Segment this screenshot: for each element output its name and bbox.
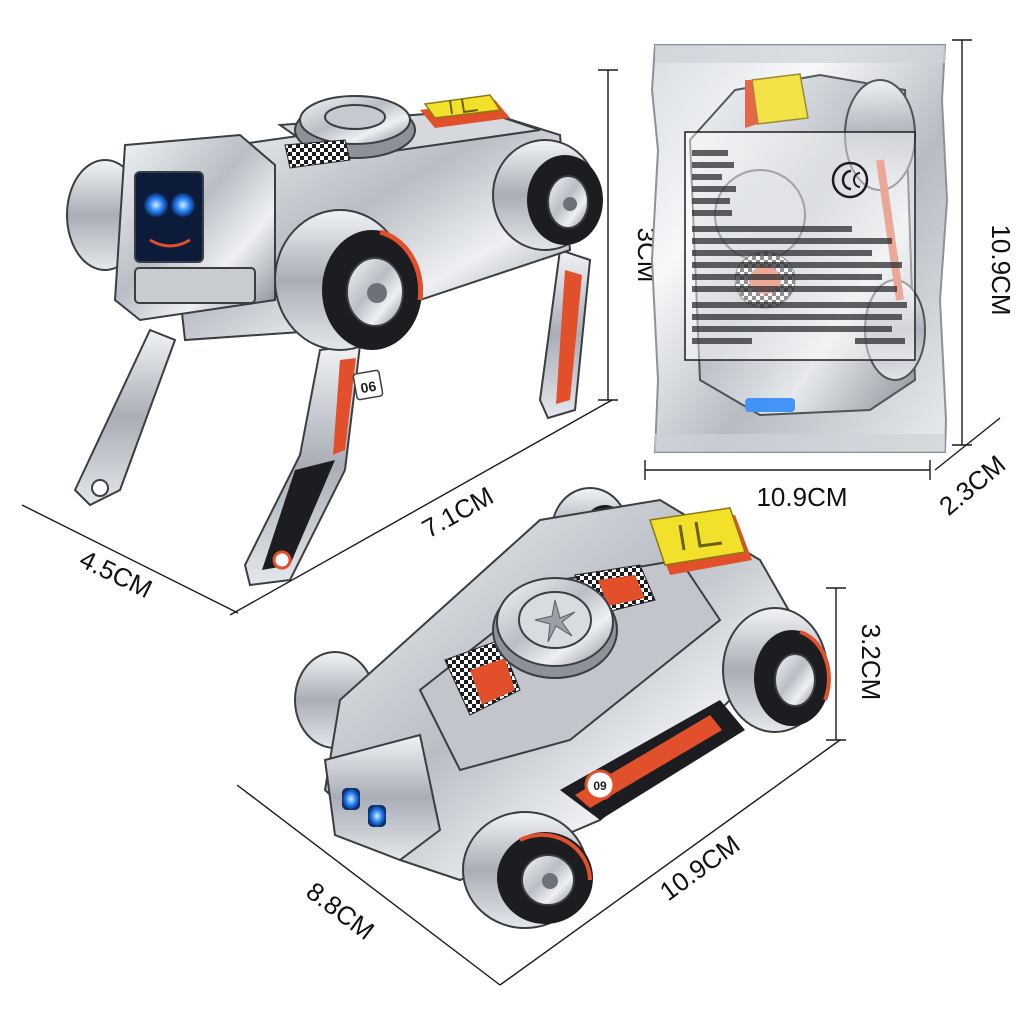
car-yellow-badge [649,507,752,575]
car-headlight-right [368,805,386,827]
cc-certification-mark [831,161,869,199]
car-top-spinner [492,577,618,679]
robot-length-label: 7.1CM [417,480,499,543]
robot-dog-figure: 06 [66,94,603,587]
car-width-label: 8.8CM [301,876,380,946]
car-front-grille [323,733,442,862]
car-front-left-wheel [462,811,593,929]
robot-face-screen [134,171,204,263]
robot-mouth [149,238,191,248]
robot-head [66,133,276,322]
car-side-number-badge: 09 [584,769,616,801]
car-figure: 09 [294,487,831,929]
package-width-label: 10.9CM [756,482,847,512]
package-depth-label: 2.3CM [933,449,1011,521]
robot-yellow-badge [420,94,510,128]
robot-front-leg [243,343,362,587]
car-front-right-wheel [722,607,831,733]
car-side-number: 09 [593,779,607,793]
car-headlight-left [342,788,360,810]
robot-leg-number: 06 [359,378,377,396]
robot-front-wheel [274,209,424,351]
package-figure [650,44,949,453]
robot-eye-right [171,193,195,217]
package-label-text-lines [692,150,907,344]
robot-leg-number-badge [352,369,384,401]
package-label-panel [684,131,916,361]
car-height-label: 3.2CM [856,624,886,701]
robot-eye-left [144,193,168,217]
package-height-label: 10.9CM [986,224,1016,315]
robot-back-leg-left [73,328,177,507]
robot-rear-wheel [492,139,603,251]
